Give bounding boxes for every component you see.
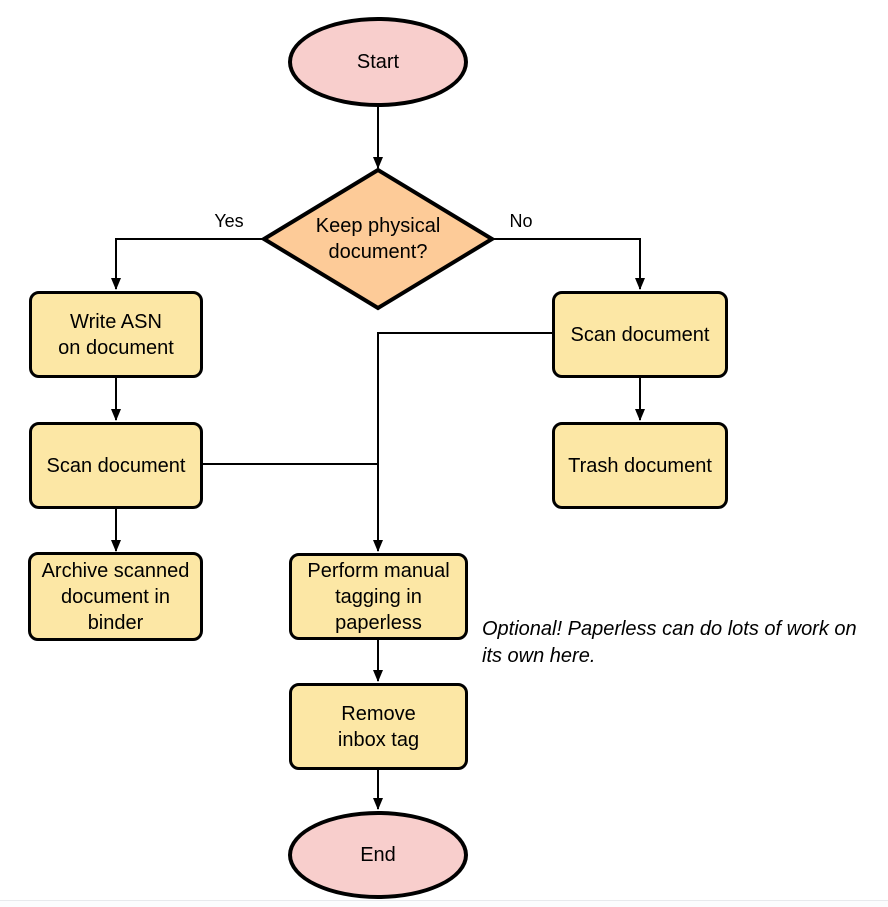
- write-asn-node-label: Write ASN on document: [58, 310, 174, 359]
- scan-document-right-node: Scan document: [552, 291, 728, 378]
- scan-document-right-label: Scan document: [570, 323, 710, 346]
- annotation-note: Optional! Paperless can do lots of work …: [482, 618, 857, 667]
- archive-node: Archive scanned document in binder: [28, 552, 203, 641]
- edge-decision-no: [492, 238, 645, 290]
- scan-document-left-node: Scan document: [29, 422, 203, 509]
- scan-document-left-label: Scan document: [46, 454, 186, 477]
- write-asn-node: Write ASN on document: [29, 291, 203, 378]
- edge-label-no: No: [509, 211, 533, 231]
- remove-inbox-tag-node: Remove inbox tag: [289, 683, 468, 770]
- bottom-divider: [0, 900, 888, 907]
- start-node-label: Start: [356, 51, 400, 73]
- manual-tagging-label: Perform manual tagging in paperless: [307, 559, 450, 634]
- decision-node-label: Keep physical document?: [315, 215, 441, 263]
- decision-node: Keep physical document?: [264, 170, 492, 308]
- remove-inbox-tag-label: Remove inbox tag: [337, 702, 420, 751]
- archive-node-label: Archive scanned document in binder: [41, 559, 190, 634]
- end-node-label: End: [360, 844, 396, 866]
- edge-decision-yes: [111, 238, 264, 290]
- decision-diamond-shape: [260, 167, 496, 311]
- edge-label-yes: Yes: [214, 211, 244, 231]
- end-node: End: [288, 811, 468, 899]
- edge-scanright-tagging: [373, 332, 552, 552]
- start-node: Start: [288, 17, 468, 107]
- manual-tagging-node: Perform manual tagging in paperless: [289, 553, 468, 640]
- trash-document-label: Trash document: [568, 454, 712, 477]
- trash-document-node: Trash document: [552, 422, 728, 509]
